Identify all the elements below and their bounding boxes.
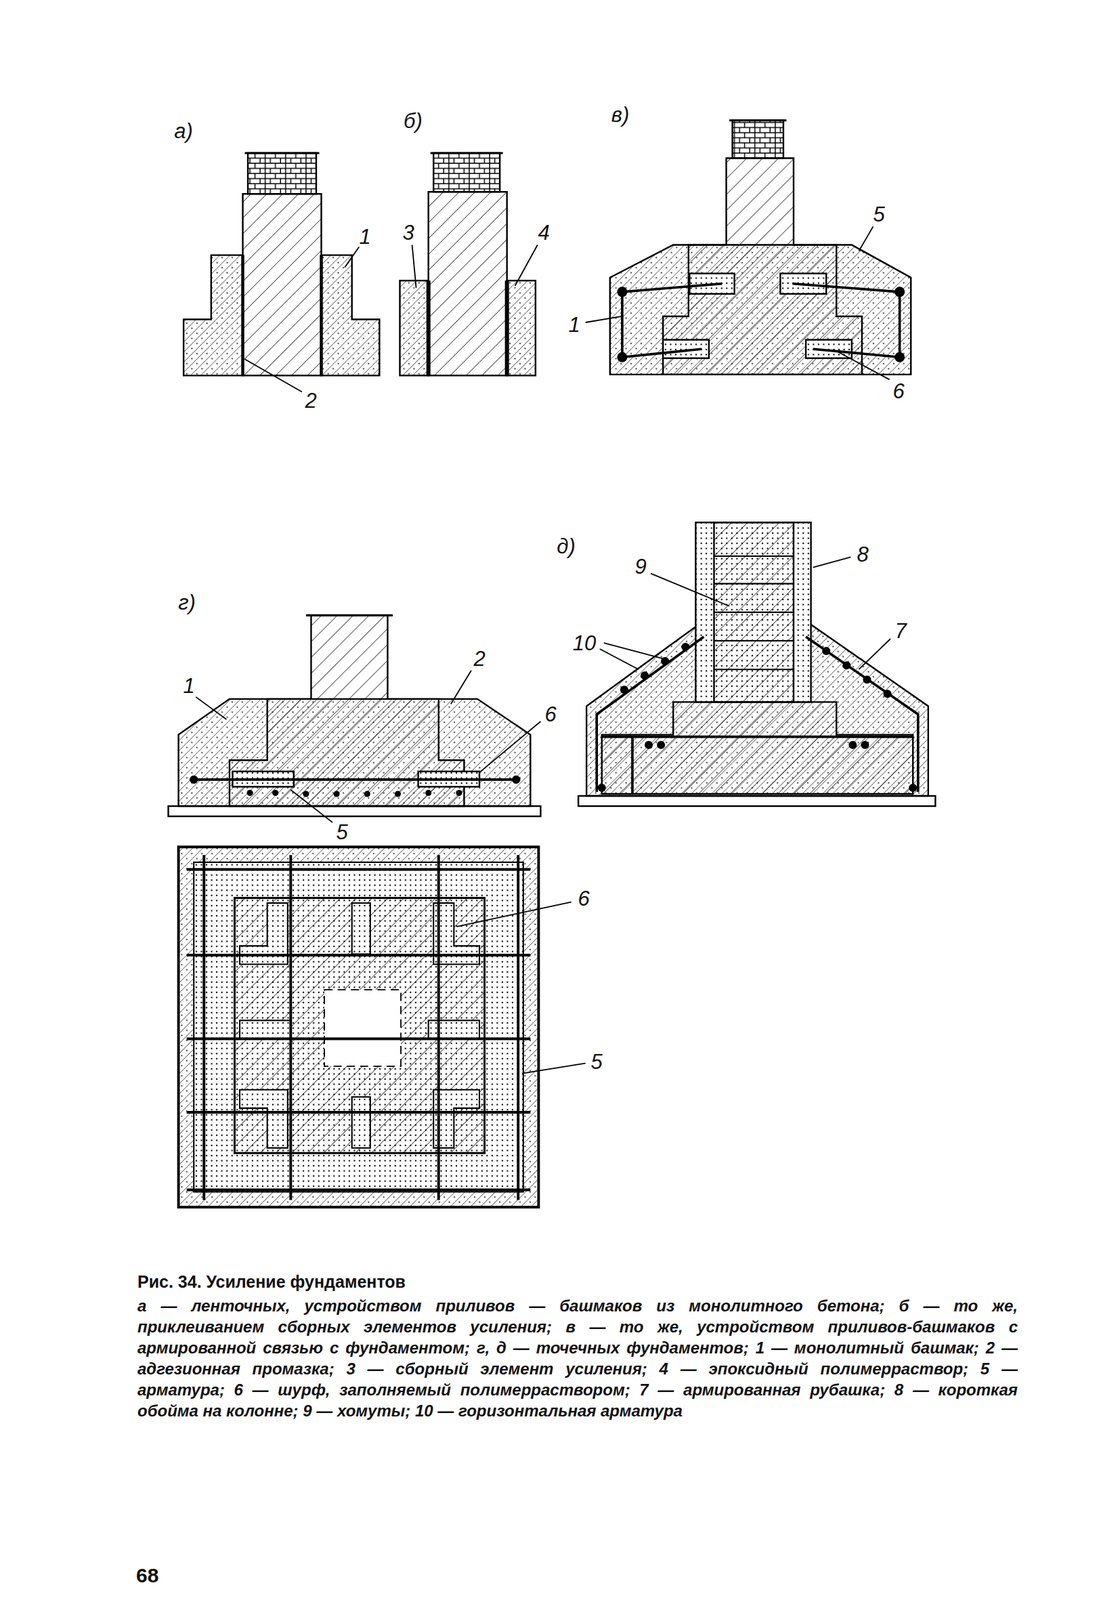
page-number: 68 bbox=[136, 1563, 159, 1587]
callout-number: 1 bbox=[568, 314, 580, 336]
callout-number: 6 bbox=[544, 703, 556, 725]
figure-letter: а) bbox=[174, 120, 193, 142]
callout-number: 10 bbox=[572, 632, 596, 654]
figure-caption: а — ленточных, устройством приливов — ба… bbox=[137, 1294, 1018, 1421]
callout-number: 1 bbox=[182, 675, 195, 697]
figure-letter: б) bbox=[403, 110, 423, 132]
callout-number: 8 bbox=[856, 543, 869, 565]
callout-number: 2 bbox=[304, 390, 317, 412]
figure-letter: в) bbox=[611, 104, 630, 126]
figure-letter: г) bbox=[178, 591, 196, 613]
callout-number: 5 bbox=[590, 1050, 602, 1072]
callout-number: 9 bbox=[634, 555, 646, 577]
callout-number: 5 bbox=[872, 203, 885, 225]
callout-number: 7 bbox=[894, 620, 907, 642]
callout-number: 3 bbox=[402, 222, 414, 244]
callout-number: 4 bbox=[537, 222, 550, 244]
callout-number: 1 bbox=[358, 226, 371, 248]
callout-number: 5 bbox=[335, 821, 348, 843]
figure-title: Рис. 34. Усиление фундаментов bbox=[137, 1271, 406, 1292]
callout-number: 6 bbox=[892, 380, 904, 402]
callout-number: 2 bbox=[473, 648, 485, 670]
callout-number: 6 bbox=[577, 887, 590, 909]
figure-letter: д) bbox=[556, 535, 575, 557]
